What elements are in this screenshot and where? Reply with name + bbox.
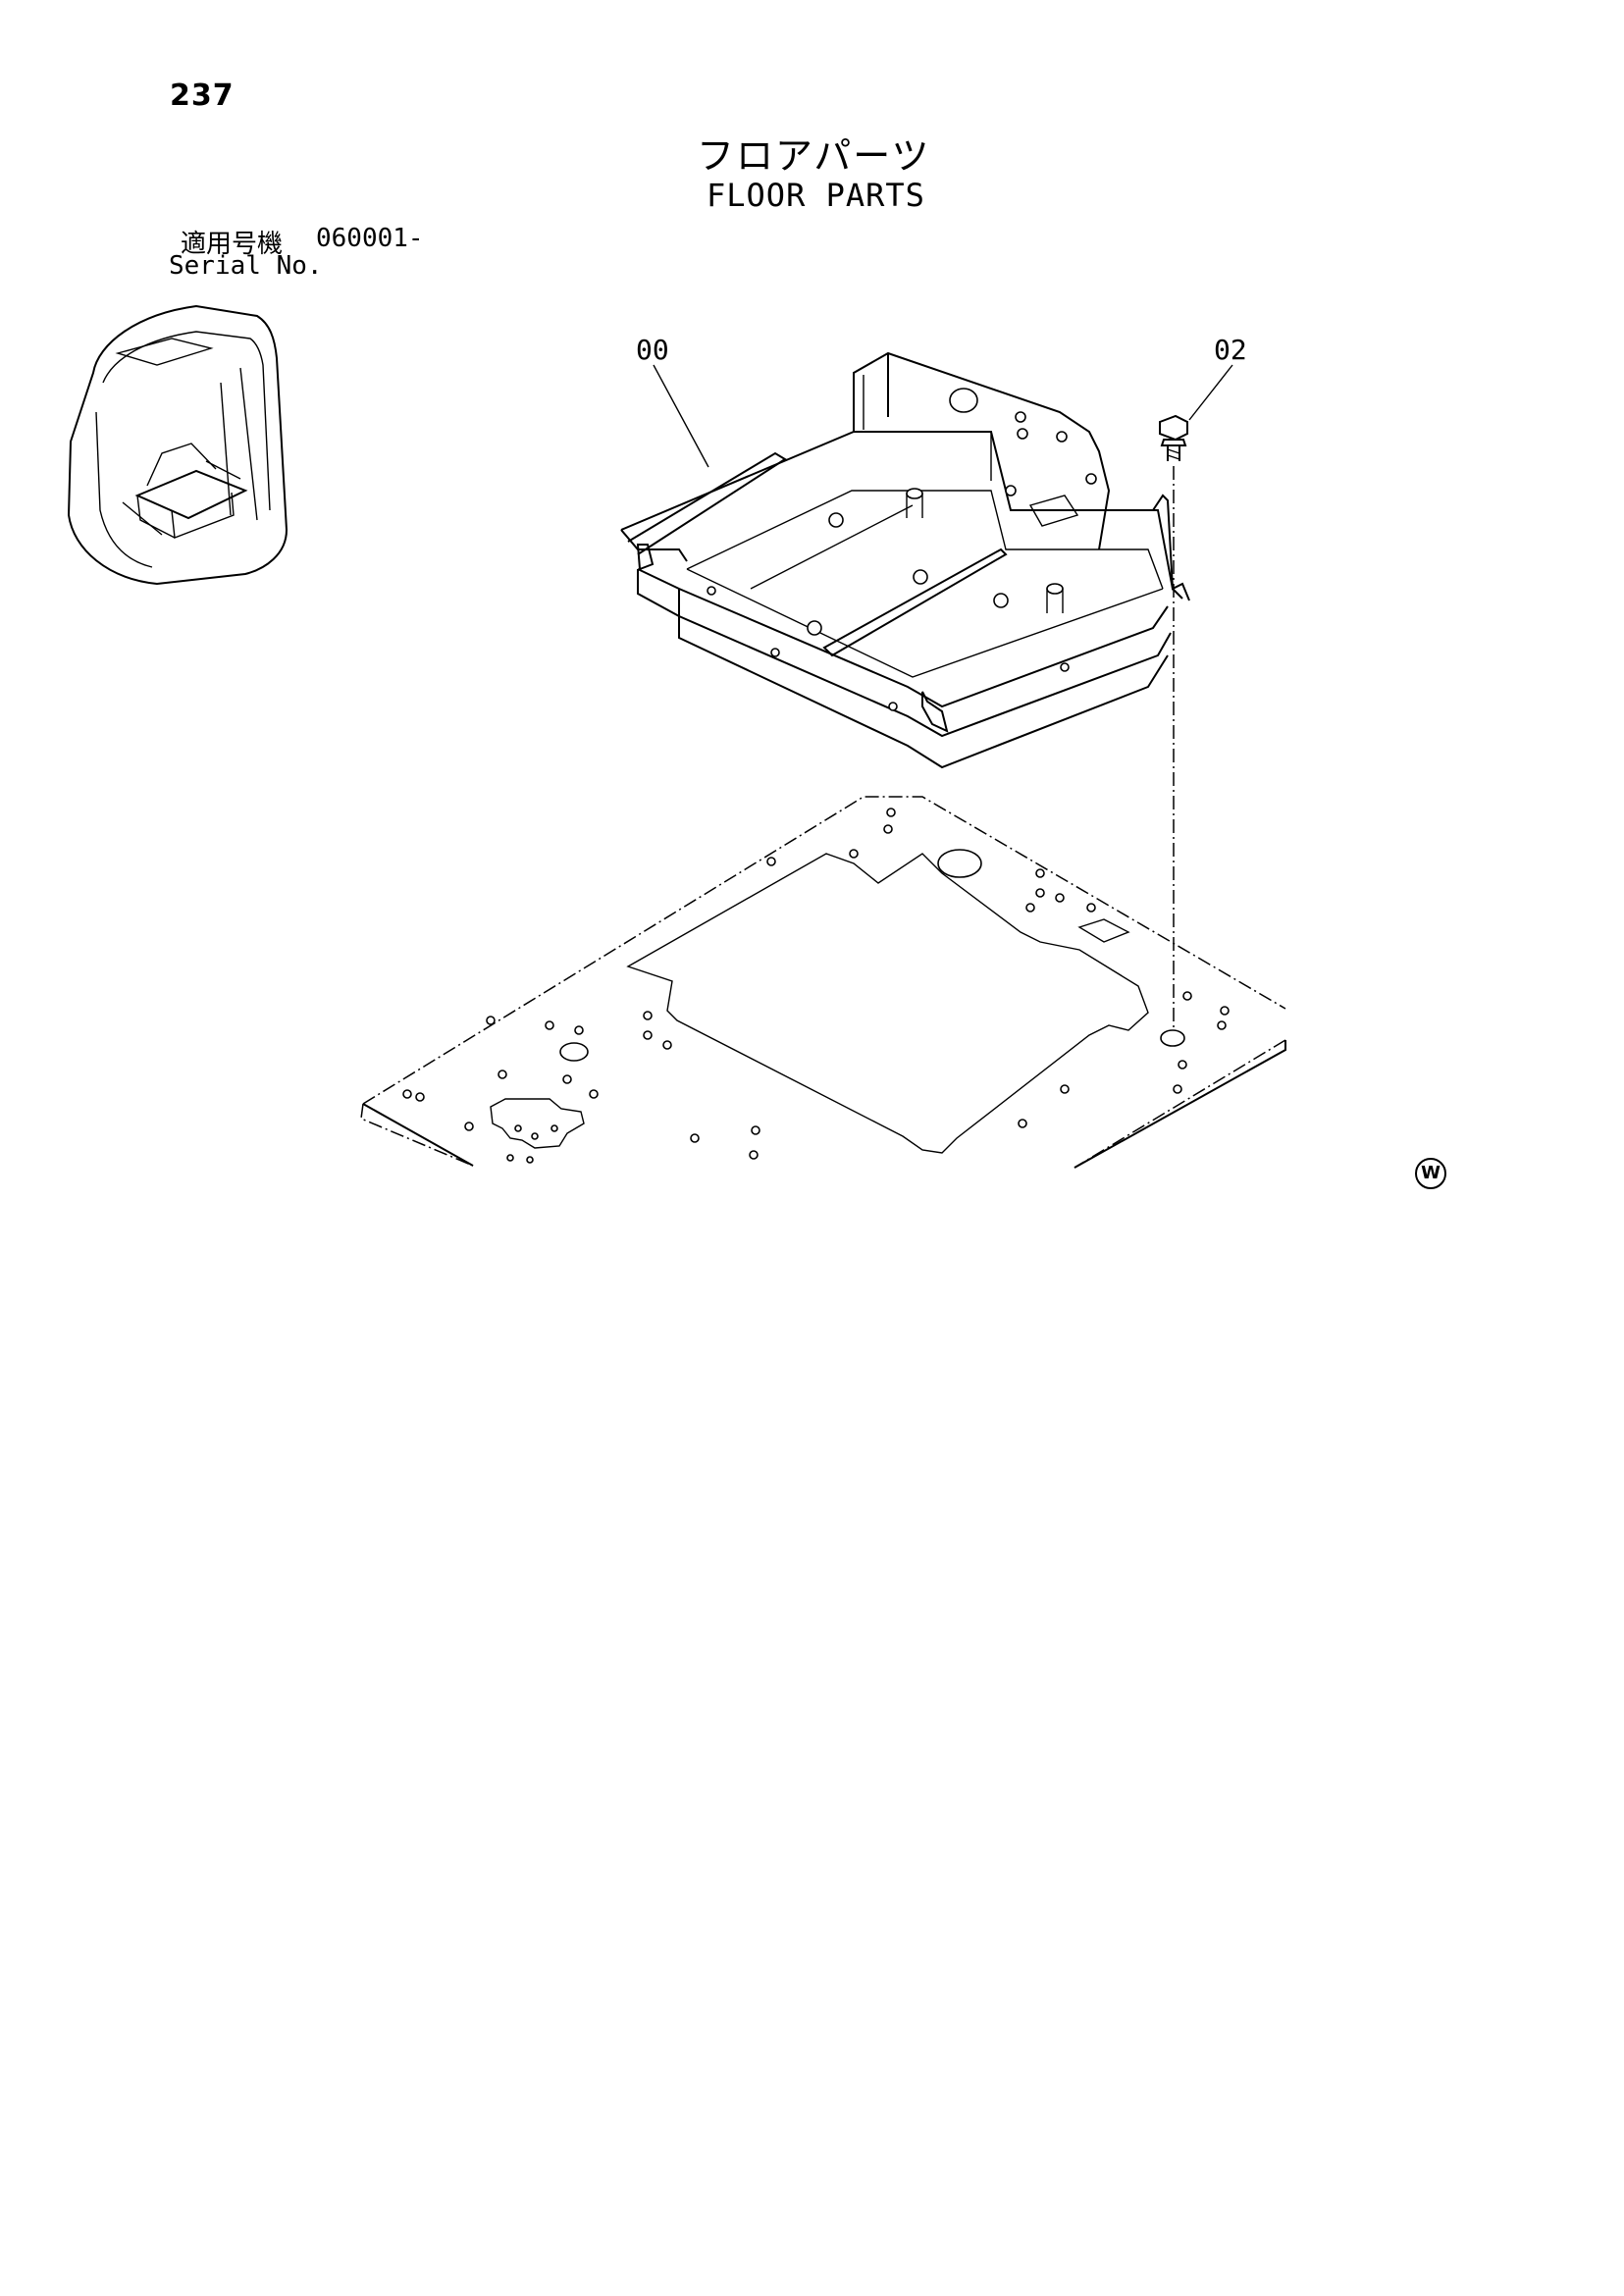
page-number: 237 (170, 78, 235, 113)
cab-locator-thumbnail (67, 304, 288, 586)
leader-line-02 (1188, 364, 1233, 421)
leader-line-00 (653, 364, 709, 468)
title-english: FLOOR PARTS (707, 177, 925, 214)
title-japanese: フロアパーツ (697, 134, 931, 178)
serial-label-english: Serial No. (169, 251, 323, 281)
callout-label-00: 00 (636, 334, 669, 366)
watermark-w-mark: W (1415, 1158, 1446, 1189)
cab-floor-plate (360, 796, 1286, 1169)
serial-value: 060001- (316, 224, 424, 253)
callout-label-02: 02 (1214, 334, 1247, 366)
floor-frame-part-00 (620, 351, 1190, 769)
serial-label-japanese: 適用号機 (181, 230, 284, 259)
bolt-part-02 (1159, 414, 1188, 461)
